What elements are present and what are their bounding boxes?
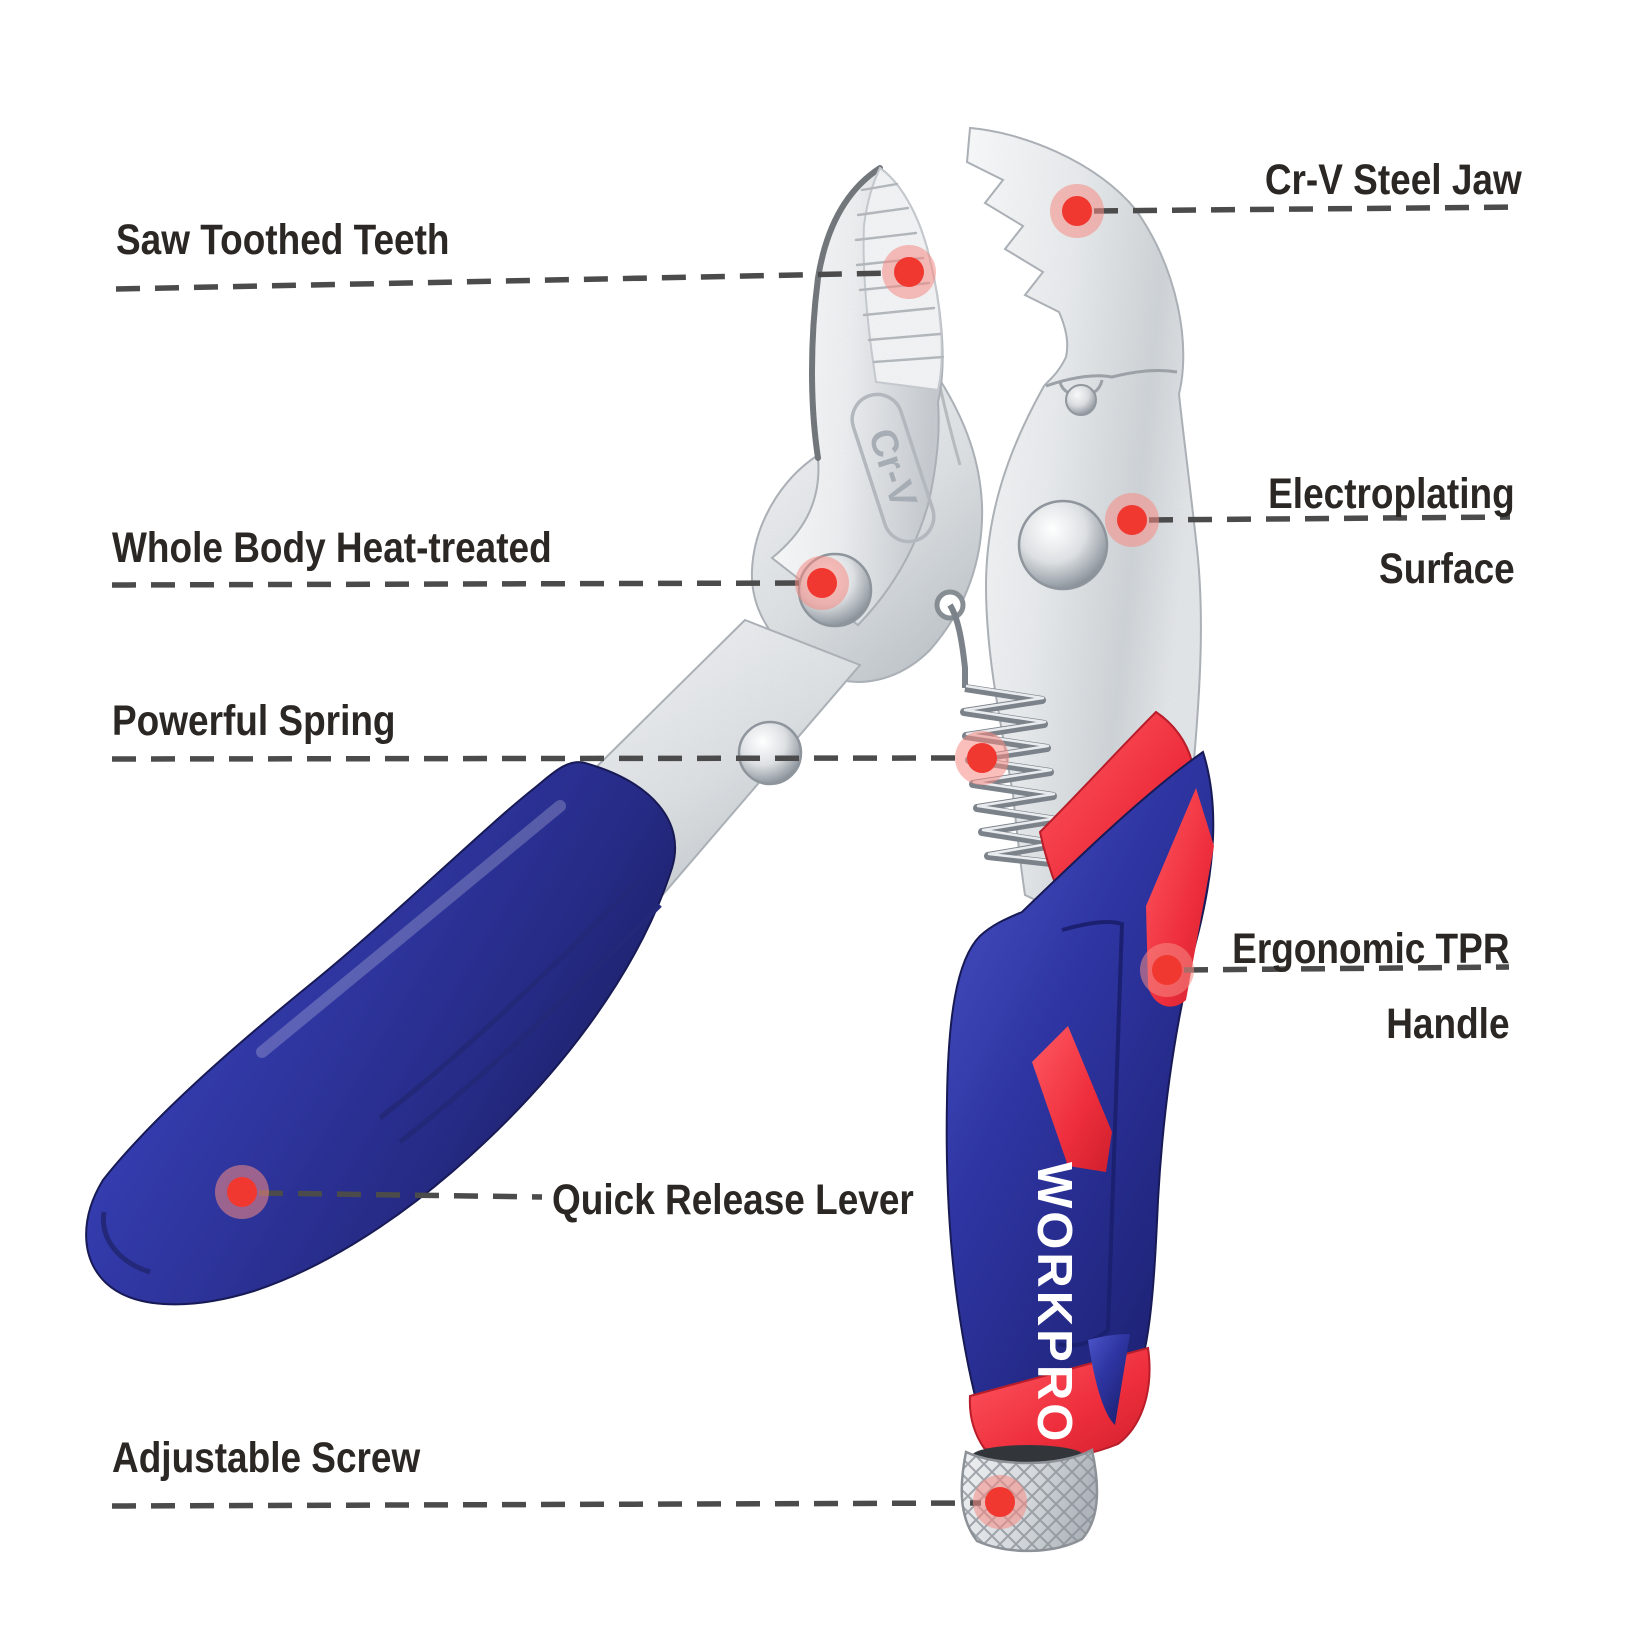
feature-label-text: Surface — [1379, 545, 1515, 593]
feature-label-saw-toothed-teeth: Saw Toothed Teeth — [116, 214, 450, 266]
feature-label-text: Adjustable Screw — [112, 1434, 421, 1482]
leader-lines — [111, 204, 1522, 1509]
grip-panel-seam — [1057, 920, 1125, 1348]
leader-line-powerful-spring — [111, 755, 964, 762]
feature-label-quick-release-lever: Quick Release Lever — [552, 1174, 914, 1226]
plate-top-edge-line — [1045, 369, 1178, 388]
leader-line-electroplating-surface — [1148, 514, 1511, 523]
feature-label-whole-body-heat-treated: Whole Body Heat-treated — [112, 522, 552, 574]
leader-line-cr-v-steel-jaw — [1093, 204, 1522, 214]
leader-line-whole-body-heat-treated — [111, 580, 806, 588]
feature-dot-whole-body-heat-treated — [795, 556, 849, 610]
feature-label-adjustable-screw: Adjustable Screw — [112, 1432, 420, 1484]
grip-tip-groove — [100, 1211, 151, 1275]
brand-text: WORKPRO — [1027, 1162, 1081, 1444]
grip-groove — [378, 878, 642, 1120]
feature-dot-saw-toothed-teeth — [882, 245, 936, 299]
feature-label-cr-v-steel-jaw: Cr-V Steel Jaw — [1265, 154, 1522, 206]
feature-label-text: Electroplating — [1268, 470, 1515, 518]
feature-dot-powerful-spring — [955, 731, 1009, 785]
feature-dot-adjustable-screw — [973, 1475, 1027, 1529]
feature-label-powerful-spring: Powerful Spring — [112, 695, 396, 747]
body-rivet — [1017, 499, 1109, 591]
feature-label-text: Cr-V Steel Jaw — [1265, 156, 1522, 204]
feature-label-text: Handle — [1386, 1000, 1510, 1048]
feature-label-text: Saw Toothed Teeth — [116, 216, 450, 264]
movable-jaw-outer-rim — [809, 165, 883, 461]
feature-label-text: Quick Release Lever — [552, 1176, 914, 1224]
grip-red-mid-stripe — [1032, 1026, 1112, 1172]
jaw-pin-rivet — [1065, 384, 1097, 416]
leader-line-adjustable-screw — [111, 1500, 982, 1509]
feature-dot-electroplating-surface — [1105, 493, 1159, 547]
grip-blue-wedge — [1088, 1334, 1130, 1425]
grip-groove — [398, 903, 662, 1144]
leader-line-ergonomic-tpr-handle — [1183, 964, 1510, 973]
feature-dots — [215, 184, 1194, 1529]
lower-handle-grip: WORKPRO — [945, 710, 1215, 1461]
grip-highlight — [256, 800, 566, 1058]
feature-label-ergonomic-tpr-handle: Ergonomic TPR Handle — [1233, 912, 1510, 1062]
feature-label-electroplating-surface: Electroplating Surface — [1268, 457, 1515, 607]
feature-dot-ergonomic-tpr-handle — [1140, 943, 1194, 997]
leader-line-saw-toothed-teeth — [115, 270, 894, 292]
feature-label-text: Ergonomic TPR — [1232, 925, 1510, 973]
feature-dot-quick-release-lever — [215, 1165, 269, 1219]
coil-spring — [934, 589, 1062, 868]
arm-rivet — [737, 720, 803, 786]
leader-line-quick-release-lever — [258, 1190, 543, 1200]
feature-label-text: Whole Body Heat-treated — [112, 524, 552, 572]
feature-dot-cr-v-steel-jaw — [1050, 184, 1104, 238]
feature-label-text: Powerful Spring — [112, 697, 396, 745]
